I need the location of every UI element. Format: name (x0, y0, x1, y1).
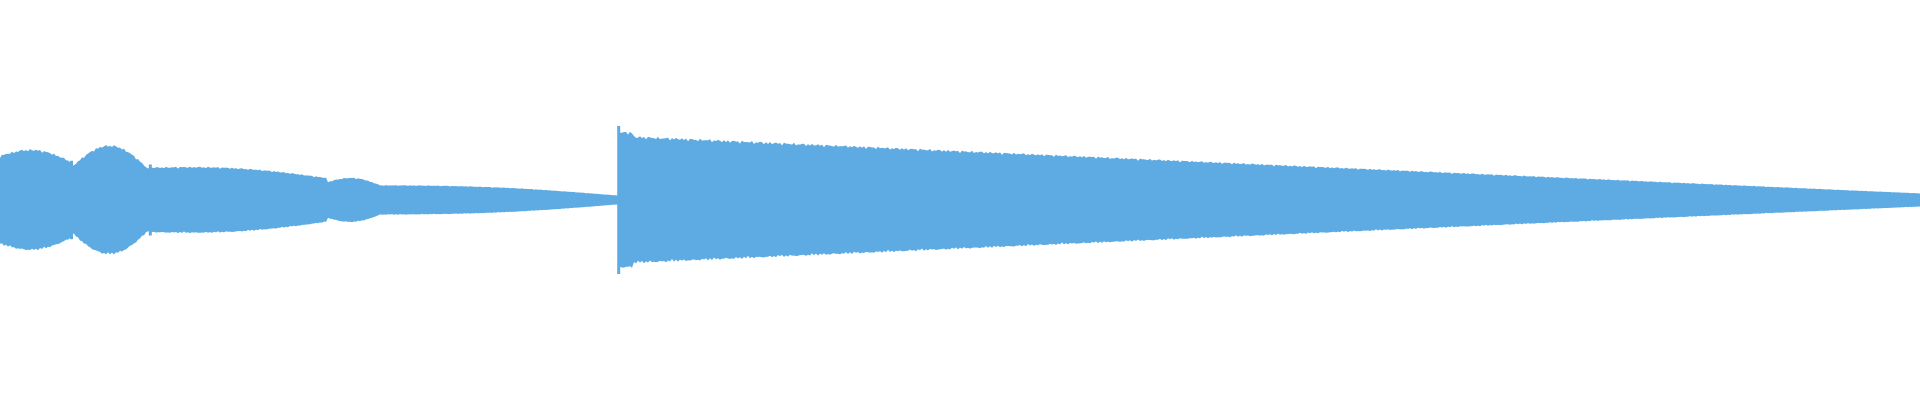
waveform-transient (617, 125, 621, 275)
waveform-transient (70, 160, 73, 240)
waveform-envelope (0, 131, 1920, 268)
waveform-transient (148, 164, 152, 236)
